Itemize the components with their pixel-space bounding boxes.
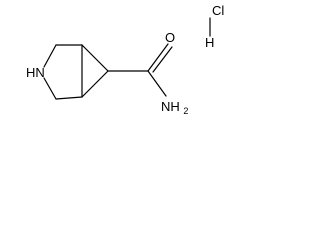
bond-c5-c6 bbox=[81, 70, 109, 98]
bond-carbonyl-carbon-amide-n bbox=[147, 70, 167, 97]
amide-subscript: 2 bbox=[183, 106, 188, 116]
hydrogen-label: H bbox=[205, 35, 214, 50]
amine-nh-label: HN bbox=[26, 65, 45, 80]
chemical-structure-diagram: HN O NH 2 Cl H bbox=[26, 3, 224, 116]
bond-n-c4 bbox=[43, 77, 57, 100]
amide-nh2-label: NH 2 bbox=[161, 99, 188, 116]
chlorine-label: Cl bbox=[212, 3, 224, 18]
carbonyl-double-bond-inner bbox=[152, 46, 173, 73]
carbonyl-double-bond-outer bbox=[147, 43, 169, 72]
bond-c1-c6 bbox=[81, 44, 109, 72]
pyrrolidine-ring bbox=[43, 44, 83, 100]
carboxamide-group bbox=[107, 43, 173, 97]
carbonyl-oxygen-label: O bbox=[165, 30, 175, 45]
bond-c4-c5 bbox=[55, 96, 83, 100]
bond-n-c2 bbox=[43, 44, 57, 68]
amide-nh-text: NH bbox=[161, 99, 180, 114]
cyclopropane-ring bbox=[81, 44, 109, 98]
